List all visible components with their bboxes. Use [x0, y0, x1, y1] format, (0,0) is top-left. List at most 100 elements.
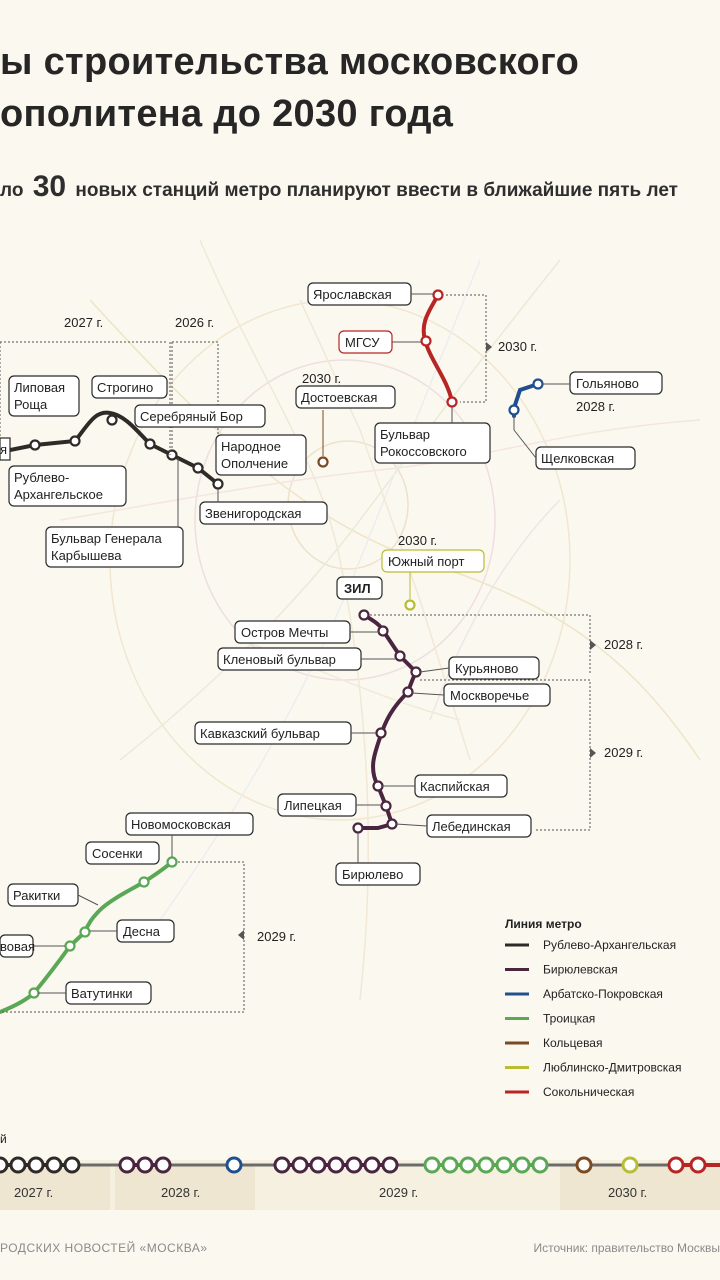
line-arbatsko-pokrovskaya [508, 378, 544, 418]
timeline-station [327, 1156, 345, 1174]
station-dot [352, 822, 364, 834]
timeline-station [495, 1156, 513, 1174]
station-dot [166, 449, 178, 461]
station-dot [402, 686, 414, 698]
label-box-rublevo [8, 465, 127, 507]
label-desna: Десна [123, 924, 161, 939]
label-karbysheva-2: Карбышева [51, 548, 122, 563]
label-rokossovskogo-2: Рокоссовского [380, 444, 467, 459]
timeline-year-2030: 2030 г. [608, 1185, 648, 1200]
timeline-station [441, 1156, 459, 1174]
label-mgsu: МГСУ [345, 335, 380, 350]
label-kuryanovo: Курьяново [455, 661, 518, 676]
label-shchelkovskaya: Щелковская [541, 451, 614, 466]
station-dot [192, 462, 204, 474]
label-ostrov: Остров Мечты [241, 625, 328, 640]
line-rublevo-arkhangelskaya [0, 410, 224, 490]
station-dot [138, 876, 150, 888]
timeline-station [136, 1156, 154, 1174]
timeline-station [381, 1156, 399, 1174]
subtitle-post: новых станций метро планируют ввести в б… [75, 180, 678, 201]
station-dot [29, 439, 41, 451]
legend-item-label: Троицкая [543, 1012, 595, 1026]
timeline-station [345, 1156, 363, 1174]
year-2029-biryulevo: 2029 г. [604, 745, 643, 760]
label-box-narodnoe [215, 434, 307, 476]
title-line-1: ы строительства московского [0, 41, 580, 83]
timeline-station [63, 1156, 81, 1174]
label-lipetskaya: Липецкая [284, 798, 342, 813]
label-narodnoe-1: Народное [221, 439, 281, 454]
timeline-station [225, 1156, 243, 1174]
label-novomoskovskaya: Новомосковская [131, 817, 231, 832]
label-connectors [33, 293, 570, 994]
legend-item-label: Кольцевая [543, 1036, 602, 1050]
timeline-station [154, 1156, 172, 1174]
label-narodnoe-2: Ополчение [221, 456, 288, 471]
timeline-station [291, 1156, 309, 1174]
label-box-biryulevo [335, 862, 421, 886]
year-2027: 2027 г. [64, 315, 103, 330]
station-dot-dostoevskaya [317, 456, 329, 468]
label-lipovaya-2: Роща [14, 397, 48, 412]
label-vatutinki: Ватутинки [71, 986, 133, 1001]
label-zvenigorodskaya: Звенигородская [205, 506, 301, 521]
label-box-sosenki [85, 841, 160, 865]
label-sosenki: Сосенки [92, 846, 142, 861]
timeline-year-2027: 2027 г. [14, 1185, 54, 1200]
timeline-station [273, 1156, 291, 1174]
station-labels [0, 282, 663, 1005]
label-lipovaya-1: Липовая [14, 380, 65, 395]
year-2030-dostoevskaya: 2030 г. [302, 371, 341, 386]
legend-item-label: Арбатско-Покровская [543, 987, 663, 1001]
label-box-serebryany [134, 404, 266, 428]
label-kavkazsky: Кавказский бульвар [200, 726, 320, 741]
station-dot [410, 666, 422, 678]
station-dot [372, 780, 384, 792]
label-box-karbysheva [45, 526, 184, 568]
label-serebryany: Серебряный Бор [140, 409, 243, 424]
station-dot [377, 625, 389, 637]
timeline-station [667, 1156, 685, 1174]
timeline-station [0, 1156, 9, 1174]
timeline-station [689, 1156, 707, 1174]
subtitle-pre: ло [0, 180, 24, 201]
footer-source-agency: РОДСКИХ НОВОСТЕЙ «МОСКВА» [0, 1241, 208, 1255]
footer-source: Источник: правительство Москвы [533, 1241, 720, 1255]
label-lebedinskaya: Лебединская [432, 819, 511, 834]
timeline-station [531, 1156, 549, 1174]
timeline-station [513, 1156, 531, 1174]
year-2026: 2026 г. [175, 315, 214, 330]
year-2029-troitskaya: 2029 г. [257, 929, 296, 944]
label-box-golyanovo [569, 371, 663, 395]
timeline-year-2028: 2028 г. [161, 1185, 201, 1200]
label-biryulevo: Бирюлево [342, 867, 403, 882]
label-golyanovo: Гольяново [576, 376, 639, 391]
legend-item-label: Люблинско-Дмитровская [543, 1061, 681, 1075]
timeline-station [477, 1156, 495, 1174]
timeline-corner-label: й [0, 1132, 7, 1146]
label-box-yuzhny [381, 549, 485, 573]
label-vova: вовая [0, 939, 35, 954]
page-title: ы строительства московского ополитена до… [0, 36, 579, 140]
label-box-rokossovskogo [374, 422, 491, 464]
station-dot [446, 396, 458, 408]
label-box-zil [336, 576, 383, 600]
station-dot [358, 609, 370, 621]
station-dot [532, 378, 544, 390]
label-karbysheva-1: Бульвар Генерала [51, 531, 163, 546]
line-troitskaya [0, 856, 178, 1014]
station-dot [64, 940, 76, 952]
year-2030-sokolnicheskaya: 2030 г. [498, 339, 537, 354]
station-dot [386, 818, 398, 830]
background-city-map [59, 239, 701, 1001]
bracket-ticks [238, 342, 596, 940]
label-dostoevskaya: Достоевская [301, 390, 377, 405]
label-cut: я [0, 442, 7, 457]
timeline-station [459, 1156, 477, 1174]
label-box-strogino [91, 375, 168, 399]
station-dot [375, 727, 387, 739]
label-rokossovskogo-1: Бульвар [380, 427, 430, 442]
timeline-station [27, 1156, 45, 1174]
